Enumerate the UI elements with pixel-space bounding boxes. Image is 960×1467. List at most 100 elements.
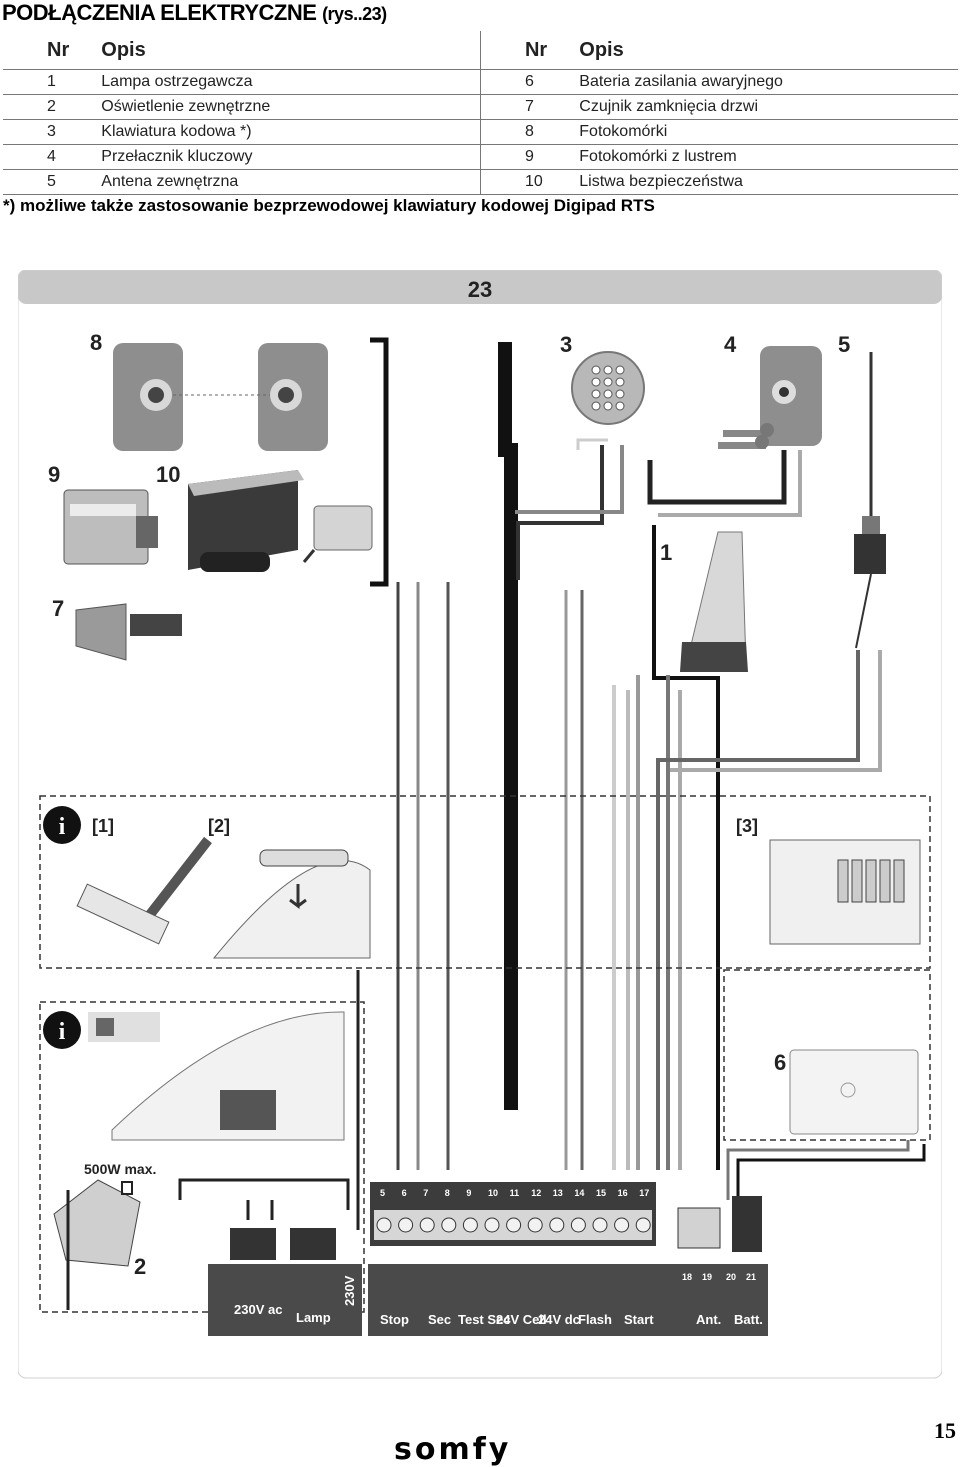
board-number: 21 xyxy=(746,1272,756,1282)
terminal-screw-icon xyxy=(506,1217,522,1233)
terminal-screw-icon xyxy=(614,1217,630,1233)
callout-7: 7 xyxy=(52,596,64,621)
cell-opis: Fotokomórki z lustrem xyxy=(579,144,958,170)
cell-nr: 7 xyxy=(479,94,580,120)
board-label: 24V Cell xyxy=(496,1312,547,1327)
callout-10: 10 xyxy=(156,462,180,487)
terminal-screw-icon xyxy=(398,1217,414,1233)
terminal-number: 7 xyxy=(423,1188,428,1198)
terminal-screw-icon xyxy=(527,1217,543,1233)
terminal-number: 6 xyxy=(402,1188,407,1198)
battery-icon xyxy=(789,1049,919,1135)
safety-edge-icon xyxy=(188,470,373,572)
callout-8: 8 xyxy=(90,330,102,355)
footnote: *) możliwe także zastosowanie bezprzewod… xyxy=(3,196,655,215)
svg-text:i: i xyxy=(59,814,66,840)
figure-header-bar xyxy=(18,270,942,304)
info-panel-battery xyxy=(723,969,931,1141)
info-icon: i xyxy=(43,806,81,844)
board-label: Flash xyxy=(578,1312,612,1327)
antenna-terminal xyxy=(677,1207,721,1249)
cell-nr: 6 xyxy=(479,69,580,95)
cell-nr: 3 xyxy=(3,119,102,145)
terminal-number: 17 xyxy=(639,1188,649,1198)
info-label-1: [1] xyxy=(92,816,114,836)
wiring-diagram-svg: 23 8 3 xyxy=(18,270,942,1379)
terminal-board-illustration xyxy=(769,839,921,945)
terminal-number: 11 xyxy=(510,1188,520,1198)
info-panel-lamp xyxy=(39,1001,365,1313)
power-terminal xyxy=(230,1228,276,1260)
callout-3: 3 xyxy=(560,332,572,357)
somfy-logo: somfy xyxy=(394,1432,512,1467)
board-number: 18 xyxy=(682,1272,692,1282)
board-label: Ant. xyxy=(696,1312,721,1327)
info-label-2: [2] xyxy=(208,816,230,836)
table-row: 4 Przełacznik kluczowy 9 Fotokomórki z l… xyxy=(3,144,958,170)
callout-4: 4 xyxy=(724,332,737,357)
terminal-screw-icon xyxy=(484,1217,500,1233)
cell-nr: 9 xyxy=(479,144,580,170)
terminal-strip-top xyxy=(370,1182,656,1246)
tool-icon xyxy=(88,1012,160,1042)
callout-1: 1 xyxy=(660,540,672,565)
header-opis-2: Opis xyxy=(579,31,958,70)
key-switch-icon xyxy=(718,346,822,449)
legend-table: Nr Opis Nr Opis 1 Lampa ostrzegawcza 6 B… xyxy=(3,31,958,195)
keypad-icon xyxy=(571,351,645,425)
svg-text:i: i xyxy=(59,1019,66,1045)
battery-wire xyxy=(736,1144,926,1200)
reflector-photocell-icon xyxy=(63,489,158,565)
figure-frame xyxy=(18,270,942,1379)
cell-opis: Klawiatura kodowa *) xyxy=(101,119,481,145)
info-icon: i xyxy=(43,1011,81,1049)
terminal-screw-icon xyxy=(592,1217,608,1233)
terminal-number: 14 xyxy=(574,1188,584,1198)
title-main: PODŁĄCZENIA ELEKTRYCZNE xyxy=(2,0,317,25)
cell-opis: Fotokomórki xyxy=(579,119,958,145)
motor-interior-illustration xyxy=(111,1011,345,1141)
cell-opis: Lampa ostrzegawcza xyxy=(101,69,481,95)
table-row: 1 Lampa ostrzegawcza 6 Bateria zasilania… xyxy=(3,69,958,95)
board-label: Stop xyxy=(380,1312,409,1327)
terminal-number: 5 xyxy=(380,1188,385,1198)
photocell-icon xyxy=(113,343,328,451)
cell-opis: Bateria zasilania awaryjnego xyxy=(579,69,958,95)
cell-opis: Czujnik zamknięcia drzwi xyxy=(579,94,958,120)
terminal-number: 12 xyxy=(531,1188,541,1198)
board-label: 24V dc xyxy=(538,1312,580,1327)
cell-nr: 8 xyxy=(479,119,580,145)
label-lamp: Lamp xyxy=(296,1310,331,1325)
terminal-screw-icon xyxy=(570,1217,586,1233)
board-label: Test Sec xyxy=(458,1312,511,1327)
table-row: 5 Antena zewnętrzna 10 Listwa bezpieczeń… xyxy=(3,169,958,195)
table-row: 3 Klawiatura kodowa *) 8 Fotokomórki xyxy=(3,119,958,145)
info-label-3: [3] xyxy=(736,816,758,836)
terminal-number: 10 xyxy=(488,1188,498,1198)
callout-6: 6 xyxy=(774,1050,786,1075)
figure-number: 23 xyxy=(468,277,492,302)
title-ref: (rys..23) xyxy=(322,4,387,24)
cutter-illustration xyxy=(76,836,212,945)
label-230v-ac: 230V ac xyxy=(234,1302,282,1317)
terminal-screw-icon xyxy=(462,1217,478,1233)
cell-opis: Listwa bezpieczeństwa xyxy=(579,169,958,195)
page-number: 15 xyxy=(934,1418,956,1443)
cell-nr: 5 xyxy=(3,169,102,195)
door-sensor-icon xyxy=(75,603,182,661)
terminal-screw-icon xyxy=(376,1217,392,1233)
page-title: PODŁĄCZENIA ELEKTRYCZNE (rys..23) xyxy=(2,0,387,26)
callout-2: 2 xyxy=(134,1254,146,1279)
floodlight-icon xyxy=(53,1179,141,1267)
terminal-number: 8 xyxy=(445,1188,450,1198)
wiring-diagram: 23 8 3 xyxy=(18,270,942,1380)
callout-5: 5 xyxy=(838,332,850,357)
lamp-max-label: 500W max. xyxy=(84,1161,156,1177)
board-label: Batt. xyxy=(734,1312,763,1327)
terminal-number: 16 xyxy=(618,1188,628,1198)
cell-opis: Przełacznik kluczowy xyxy=(101,144,481,170)
header-opis-1: Opis xyxy=(101,31,481,70)
power-wires xyxy=(66,970,360,1310)
header-nr-1: Nr xyxy=(3,31,102,70)
